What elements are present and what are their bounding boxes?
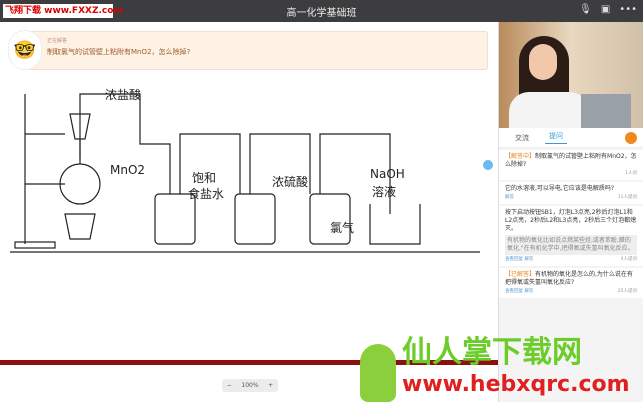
answer-link[interactable]: 解答 [524,257,534,262]
ask-count: 11人提问 [617,195,637,200]
question-item[interactable]: 【已解答】有机物的氧化是怎么的,为什么说在有把得氧或失氢叫氧化反应? 查看回复 … [499,268,643,298]
question-text: 按下启动按钮SB1，灯泡L3点亮,2秒后灯泡L1和L2点亮，2秒后L2和L3点亮… [505,209,637,232]
beaker [369,204,421,245]
divider-bar [0,360,498,365]
class-title: 高一化学基础班 [286,8,357,19]
zoom-level: 100% [241,382,259,389]
question-text: 它的水溶液,可以导电,它应该是电解质吗? [505,185,614,192]
dropping-funnel [69,113,91,140]
pointer-dot[interactable] [483,160,493,170]
microphone-off-icon[interactable]: 🎙 [579,4,592,15]
side-panel: 交流 提问 【解答中】制取氯气的试管壁上粘附有MnO2，怎么除掉? 1人问 它的… [498,22,643,402]
answer-link[interactable]: 解答 [505,195,514,200]
zoom-control: − 100% + [222,379,278,392]
flask [59,163,101,205]
label-mno2: MnO2 [110,163,145,177]
raise-hand-icon[interactable] [625,132,637,144]
view-reply-link[interactable]: 查看回复 [505,289,523,294]
tab-questions[interactable]: 提问 [545,131,567,144]
zoom-out-button[interactable]: − [226,382,232,389]
label-brine-2: 食盐水 [188,186,224,201]
question-text: 制取氯气的试管壁上粘附有MnO2，怎么除掉? [47,48,191,56]
label-naoh-1: NaOH [370,167,405,181]
answer-text: 有机物的氧化比如说点燃某些烃,或者苯酚,醛的氧化,"在有机化学中,把得氧或失氢叫… [505,235,637,255]
bottle-3 [309,193,351,245]
label-naoh-2: 溶液 [372,184,396,199]
label-conc-h2so4: 浓硫酸 [272,174,308,189]
burner [64,213,96,240]
ask-count: 25人提问 [617,289,637,294]
status-tag: 【解答中】 [505,153,536,160]
status-tag: 【已解答】 [505,271,536,278]
chat-icon[interactable]: ▣ [600,4,611,15]
whiteboard: 🤓 正在解答 制取氯气的试管壁上粘附有MnO2，怎么除掉? 浓盐酸 MnO2 饱… [0,22,498,402]
tab-chat[interactable]: 交流 [515,133,529,142]
bottle-1 [154,193,196,245]
chlorine-apparatus-diagram: 浓盐酸 MnO2 饱和 食盐水 浓硫酸 NaOH 溶液 氯气 [10,87,480,253]
question-item[interactable]: 它的水溶液,可以导电,它应该是电解质吗? 解答 11人提问 [499,182,643,204]
ask-count: 1人问 [625,171,637,176]
site-logo: 飞翔下载 www.FXXZ.com [3,4,123,18]
top-bar: 飞翔下载 www.FXXZ.com 高一化学基础班 🎙 ▣ ••• [0,0,643,22]
ask-count: 4人提问 [620,257,637,262]
question-status: 正在解答 [47,38,68,44]
current-question-banner: 正在解答 制取氯气的试管壁上粘附有MnO2，怎么除掉? [28,31,488,70]
bottle-2 [234,193,276,245]
zoom-in-button[interactable]: + [268,382,274,389]
teacher-avatar: 🤓 [8,30,42,70]
more-icon[interactable]: ••• [619,4,637,15]
label-chlorine: 氯气 [330,220,354,235]
label-conc-hcl: 浓盐酸 [105,87,141,102]
question-text: 有机物的氧化是怎么的,为什么说在有把得氧或失氢叫氧化反应? [505,271,633,286]
question-item[interactable]: 按下启动按钮SB1，灯泡L3点亮,2秒后灯泡L1和L2点亮，2秒后L2和L3点亮… [499,206,643,266]
question-text: 制取氯气的试管壁上粘附有MnO2，怎么除掉? [505,153,637,168]
label-brine-1: 饱和 [192,170,216,185]
stand-base [14,241,56,249]
side-tabs: 交流 提问 [499,128,643,148]
teacher-video [499,22,643,128]
answer-link[interactable]: 解答 [524,289,534,294]
question-item[interactable]: 【解答中】制取氯气的试管壁上粘附有MnO2，怎么除掉? 1人问 [499,150,643,180]
view-reply-link[interactable]: 查看回复 [505,257,523,262]
